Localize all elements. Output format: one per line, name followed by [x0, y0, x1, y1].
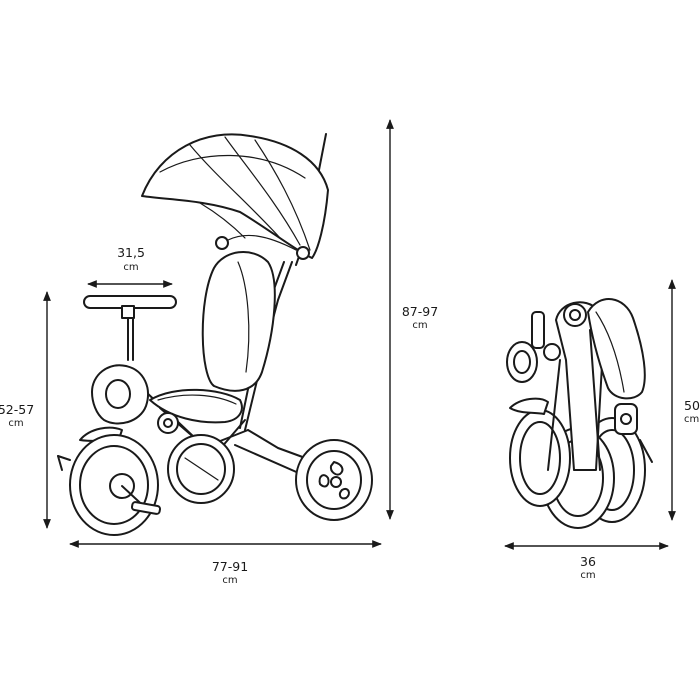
folded-frame — [547, 301, 605, 471]
dimension-lines — [43, 119, 676, 550]
total-height-unit: cm — [412, 320, 427, 331]
dimension-labels: 31,5 cm 52-57 cm 87-97 cm 77-91 cm 50 cm… — [0, 245, 700, 586]
canopy — [141, 133, 329, 260]
seat — [149, 250, 276, 424]
folded-height-unit: cm — [684, 414, 699, 425]
folded-height-value: 50 — [684, 398, 700, 413]
total-height-value: 87-97 — [402, 304, 438, 319]
length-unit: cm — [222, 575, 237, 586]
front-wheel — [57, 434, 162, 536]
folded-width-unit: cm — [580, 570, 595, 581]
folded-width-value: 36 — [580, 554, 596, 569]
tricycle-unfolded-drawing — [57, 124, 373, 536]
front-handlebar — [83, 295, 177, 361]
rear-wheel-near — [295, 439, 373, 521]
rear-wheel-far — [167, 434, 235, 504]
length-value: 77-91 — [212, 559, 248, 574]
seat-width-unit: cm — [123, 262, 138, 273]
seat-height-unit: cm — [8, 418, 23, 429]
tricycle-folded-drawing — [506, 298, 653, 529]
seat-width-value: 31,5 — [117, 245, 145, 260]
seat-height-value: 52-57 — [0, 402, 34, 417]
folded-canopy — [587, 298, 646, 400]
folded-front-body — [506, 311, 653, 463]
